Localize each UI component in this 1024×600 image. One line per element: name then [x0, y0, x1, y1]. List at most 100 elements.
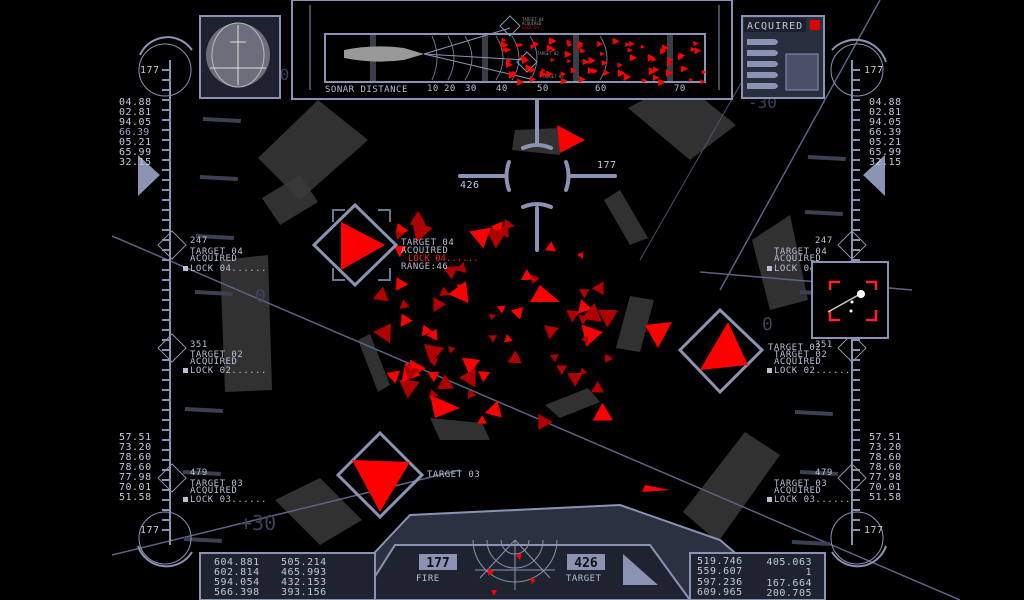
debris-slab	[262, 175, 318, 225]
side_targets-left-1-range: 351	[190, 340, 208, 350]
enemy-ship-icon	[579, 367, 588, 375]
target-03-lock[interactable]: TARGET 03	[335, 430, 480, 520]
enemy-ship-icon	[458, 368, 476, 388]
scales-left_upper_values-0: 04.88	[119, 97, 152, 108]
cockpit-right_readout-0-0: 519.746	[697, 556, 743, 567]
sonar-contact-icon	[588, 56, 596, 65]
left-target-04-info[interactable]: 247 TARGET 04 ACQUIRED LOCK 04......	[183, 236, 267, 274]
sonar-ticks-6: 70	[674, 84, 686, 94]
sonar-contact-icon	[501, 41, 508, 48]
sonar-contact-icon	[601, 59, 608, 67]
target-04-lock[interactable]: TARGET 04 ACQUIRED LOCK 04...... RANGE:4…	[311, 202, 478, 288]
debris-slab	[430, 418, 490, 440]
scales-left_upper_values-1: 02.81	[119, 107, 152, 118]
scales-right_upper_values-4: 05.21	[869, 137, 902, 148]
right-bottom-arc	[831, 545, 887, 568]
cockpit-right_readout-2-0: 597.236	[697, 577, 743, 588]
scales-right_upper_values-2: 94.05	[869, 117, 902, 128]
left-bottom-label: 177	[140, 525, 160, 536]
cockpit-left_readout-0-1: 505.214	[281, 557, 327, 568]
debris-slab	[275, 478, 362, 545]
cockpit-left_readout-1-0: 602.814	[214, 567, 260, 578]
sonar-ticks-5: 60	[595, 84, 607, 94]
cockpit-left_readout-0-0: 604.881	[214, 557, 260, 568]
sonar-contact-icon	[629, 40, 636, 47]
side_targets-right-2-name: TARGET 03	[774, 479, 827, 489]
enemy-ship-icon	[398, 379, 420, 399]
enemy-ship-icon	[396, 277, 409, 291]
right-bottom-circle	[830, 511, 884, 565]
left-target-03-info[interactable]: 479 TARGET 03 ACQUIRED LOCK 03......	[183, 468, 267, 505]
scales-right_upper_values-5: 65.99	[869, 147, 902, 158]
target-02-lock[interactable]: TARGET 02	[677, 307, 821, 395]
left-pointer-icon	[138, 155, 160, 196]
enemy-ship-icon	[488, 335, 498, 343]
sonar-contact-icon	[567, 58, 572, 64]
targets-t04-range: RANGE:46	[401, 262, 448, 272]
diamond-marker-icon	[157, 230, 187, 260]
right-lower-values: 57.51 73.20 78.60 78.60 77.98 70.01 51.5…	[869, 432, 902, 503]
scales-left_upper_values-5: 65.99	[119, 147, 152, 158]
scales-right_upper_values-1: 02.81	[869, 107, 902, 118]
cockpit-right_readout-1-1: 1	[805, 567, 812, 578]
debris-slab	[683, 432, 780, 542]
sonar-ticks-4: 50	[537, 84, 549, 94]
sonar-contact-icon	[694, 47, 702, 55]
enemy-ship-icon	[386, 370, 401, 384]
sonar-contact-icon	[678, 52, 686, 59]
enemy-ship-icon	[645, 322, 672, 348]
enemy-ship-icon	[426, 328, 438, 341]
cockpit-target_value: 426	[574, 556, 598, 571]
sonar-contact-icon	[627, 47, 633, 53]
missile-ammo-icons	[747, 39, 778, 89]
right-target-02-info[interactable]: 351 TARGET 02 ACQUIRED LOCK 02......	[767, 340, 851, 376]
enemy-ship-icon	[467, 389, 477, 400]
scales-left_upper_values-6: 32.15	[119, 157, 152, 168]
enemy-ship-icon	[556, 365, 568, 376]
left-target-02-info[interactable]: 351 TARGET 02 ACQUIRED LOCK 02......	[183, 340, 267, 376]
sonar-contact-icon	[579, 75, 586, 83]
left-target-markers: 247 TARGET 04 ACQUIRED LOCK 04...... 351…	[157, 230, 267, 505]
sonar-contact-icon	[642, 77, 648, 84]
targets-t02-name: TARGET 02	[768, 343, 821, 353]
dash-bar	[199, 175, 238, 181]
targets-t04-lock: LOCK 04......	[408, 254, 478, 264]
sonar-contact-icon	[647, 54, 656, 62]
sonar-target_labels-4: TARGET 03	[542, 74, 564, 79]
scales-left_lower_values-4: 77.98	[119, 472, 152, 483]
enemy-ship-icon	[421, 324, 433, 337]
sonar-contact-icon	[603, 69, 610, 76]
sonar-contact-icon	[551, 47, 557, 53]
side_targets-right-0-range: 247	[815, 236, 833, 246]
scales-left_upper_values-3: 66.39	[119, 127, 149, 138]
scales-left_lower_values-5: 70.01	[119, 482, 152, 493]
enemy-ship-icon	[341, 222, 385, 270]
enemy-ship-icon	[496, 223, 509, 238]
dash-bar	[184, 407, 223, 413]
dash-bar	[807, 155, 846, 161]
right-target-03-info[interactable]: 479 TARGET 03 ACQUIRED LOCK 03......	[767, 468, 851, 505]
sonar-contact-icon	[546, 44, 554, 52]
sonar-ticks-1: 20	[444, 84, 456, 94]
sonar-contact-icon	[660, 47, 667, 55]
side_targets-left-0-status: ACQUIRED	[190, 254, 237, 264]
sonar-contact-icon	[564, 50, 573, 58]
cockpit-right_readout-0-1: 405.063	[766, 557, 812, 568]
target-counter[interactable]: 426 TARGET	[566, 554, 605, 584]
sonar-contact-icon	[623, 73, 632, 81]
sonar-contact-icon	[617, 62, 623, 68]
enemy-ship-icon	[642, 485, 670, 492]
enemy-ship-icon	[549, 353, 559, 363]
sonar-target_labels-2: LOCK 04	[522, 25, 539, 30]
dash-bar	[183, 537, 222, 543]
sonar-contact-icon	[570, 67, 578, 74]
sonar-contact-icon	[600, 51, 605, 57]
scales-right_lower_values-2: 78.60	[869, 452, 902, 463]
enemy-ship-icon	[578, 289, 590, 299]
enemy-ship-icon	[439, 286, 450, 297]
sonar-contact-icon	[667, 61, 673, 67]
enemy-ship-icon	[604, 353, 614, 363]
fire-counter[interactable]: 177 FIRE	[416, 554, 457, 584]
enemy-ship-icon	[591, 281, 604, 296]
